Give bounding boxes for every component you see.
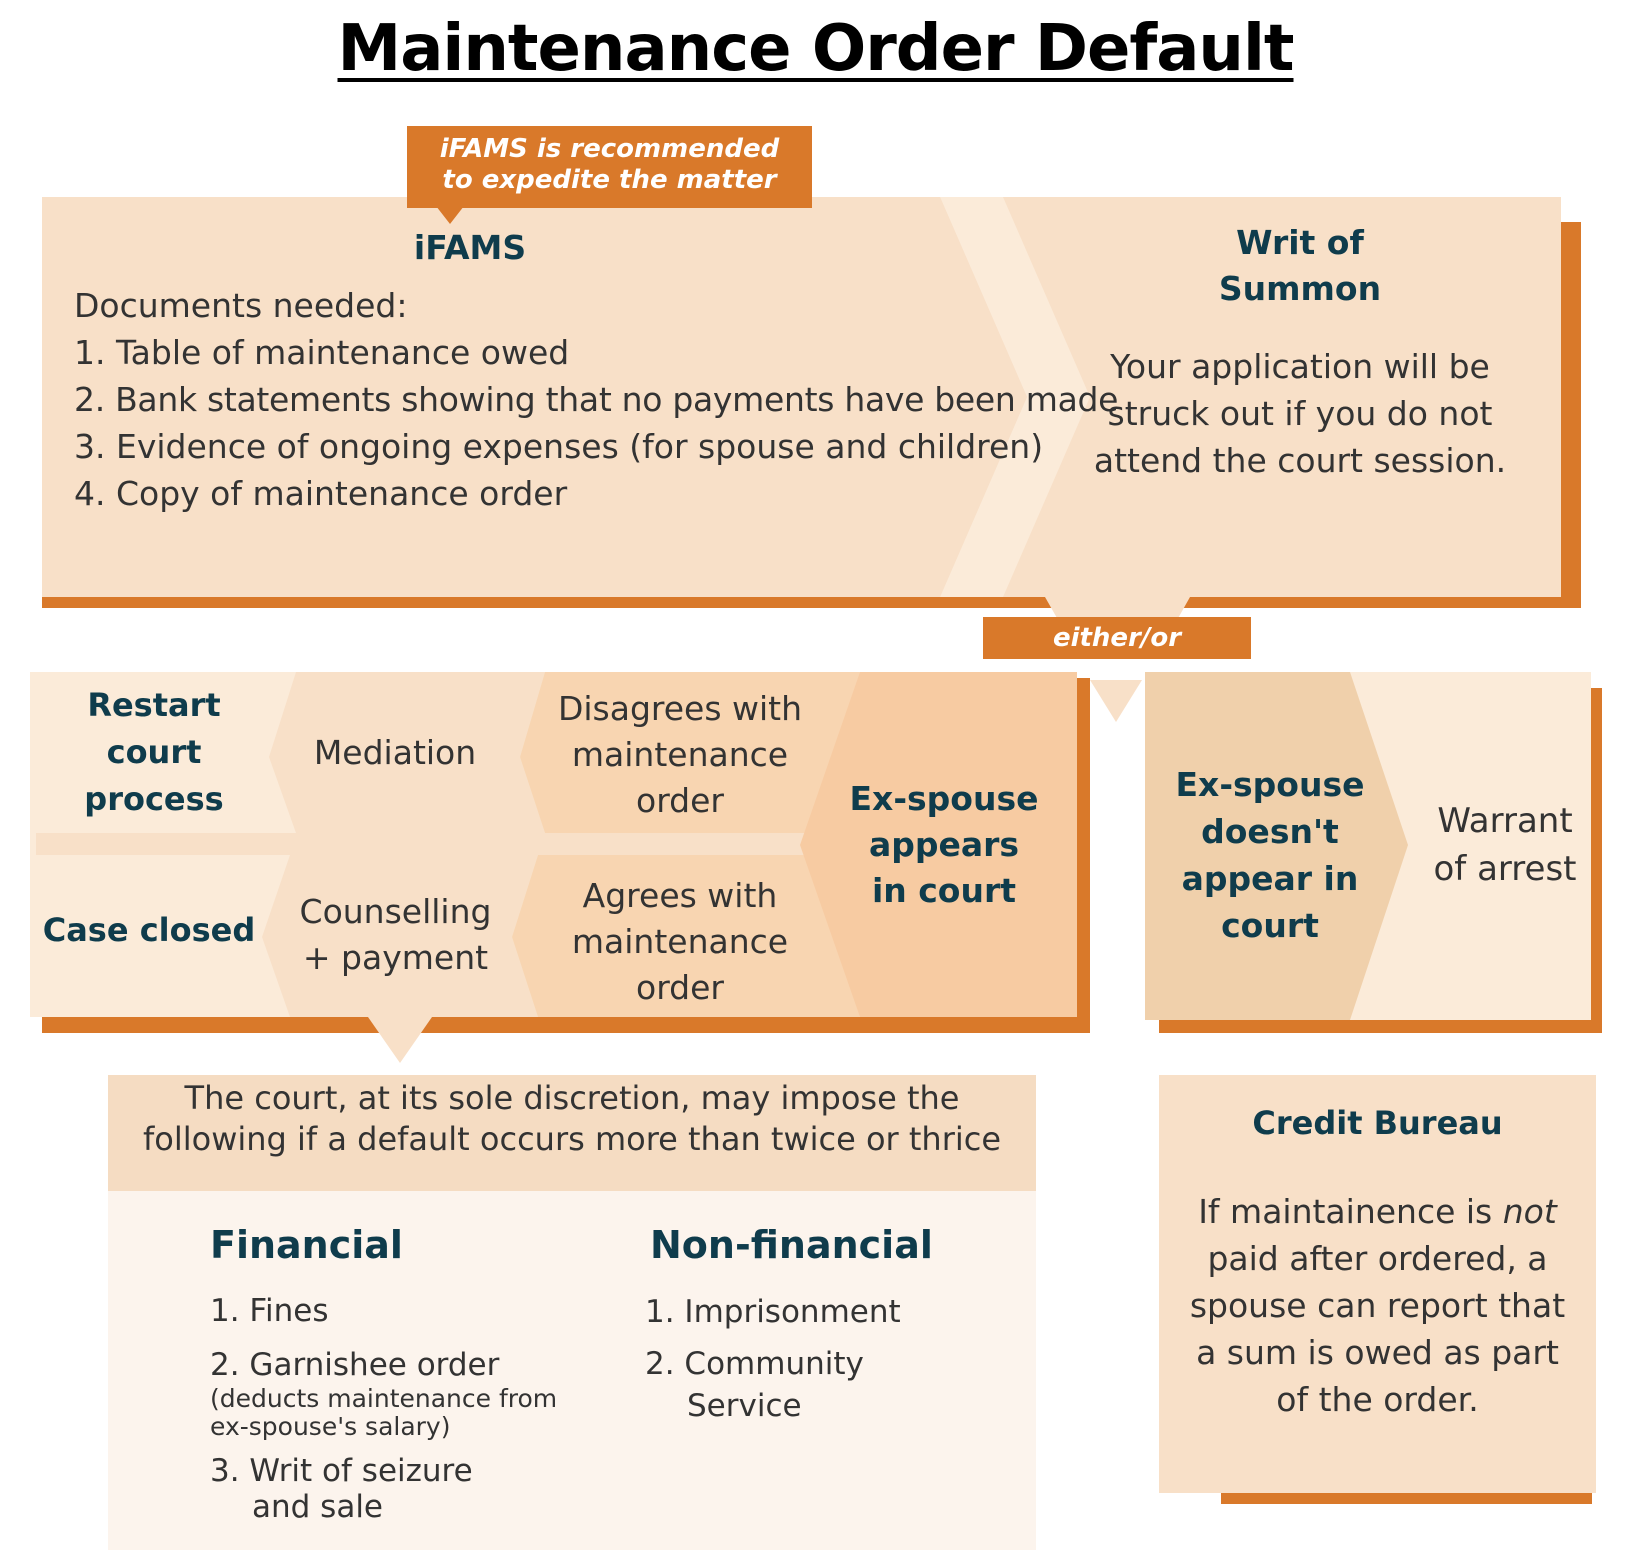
writ-heading-line-2: Summon	[1218, 269, 1382, 308]
either-or-pointer	[1090, 680, 1142, 722]
writ-pointer	[1045, 597, 1190, 620]
writ-heading: Writ of Summon	[1180, 220, 1420, 312]
writ-panel	[940, 197, 1561, 597]
credit-line-3: spouse can report that	[1189, 1286, 1566, 1325]
writ-text-line-2: struck out if you do not	[1107, 394, 1493, 433]
document-item: 4. Copy of maintenance order	[74, 474, 568, 513]
case-closed-cell	[30, 855, 290, 1017]
mediation-cell	[269, 672, 545, 833]
ex-spouse-appears: Ex-spouse appears in court	[849, 779, 1039, 910]
counselling-payment: Counselling + payment	[299, 892, 492, 977]
case-closed: Case closed	[42, 911, 256, 949]
ex-spouse-not-cell	[1145, 672, 1408, 1020]
community-service-line-2: Service	[687, 1388, 802, 1424]
document-item: 2. Bank statements showing that no payme…	[74, 380, 1119, 419]
top-panel-arrows	[42, 197, 1561, 620]
discretion-line-1: The court, at its sole discretion, may i…	[184, 1079, 960, 1117]
credit-bureau-heading: Credit Bureau	[1252, 1104, 1503, 1142]
counselling-cell	[262, 855, 538, 1017]
tag-line-1: iFAMS is recommended	[439, 134, 780, 164]
writ-text-line-3: attend the court session.	[1093, 441, 1507, 480]
fines: 1. Fines	[210, 1293, 329, 1329]
imprisonment: 1. Imprisonment	[645, 1294, 901, 1330]
agrees-with-order: Agrees with maintenance order	[571, 876, 789, 1007]
restart-cell	[30, 672, 296, 833]
discretion-body	[108, 1191, 1036, 1550]
discretion-text: The court, at its sole discretion, may i…	[108, 1078, 1036, 1160]
ex-spouse-doesnt-appear: Ex-spouse doesn't appear in court	[1175, 765, 1365, 945]
chevron-band	[940, 197, 1090, 597]
document-item: 1. Table of maintenance owed	[74, 333, 570, 372]
garnishee-order: 2. Garnishee order	[210, 1347, 500, 1383]
credit-line-4: a sum is owed as part	[1196, 1333, 1559, 1372]
credit-line-1-pre: If maintainence is	[1198, 1192, 1503, 1231]
community-service-line-1: 2. Community	[645, 1346, 864, 1382]
non-financial-list: 1. Imprisonment 2. Community Service	[645, 1291, 985, 1427]
credit-line-1-emphasis: not	[1502, 1192, 1557, 1231]
writ-of-seizure-line-2: and sale	[252, 1489, 384, 1525]
ifams-recommendation-tag: iFAMS is recommended to expedite the mat…	[407, 126, 812, 208]
credit-line-1: If maintainence is not	[1159, 1188, 1596, 1235]
credit-line-2: paid after ordered, a	[1207, 1239, 1548, 1278]
credit-panel	[1159, 1075, 1596, 1493]
disagrees-with-order: Disagrees with maintenance order	[557, 689, 803, 820]
agrees-cell	[512, 855, 860, 1017]
credit-bureau-text: If maintainence is not paid after ordere…	[1159, 1188, 1596, 1423]
documents-list: Documents needed: 1. Table of maintenanc…	[74, 282, 1119, 517]
documents-heading: Documents needed:	[74, 286, 408, 325]
credit-line-5: of the order.	[1276, 1380, 1479, 1419]
discretion-header	[108, 1075, 1036, 1191]
non-financial-heading: Non-financial	[650, 1223, 933, 1267]
either-or-tag: either/or	[983, 617, 1251, 659]
financial-heading: Financial	[210, 1223, 403, 1267]
disagrees-cell	[520, 672, 860, 833]
mediation: Mediation	[313, 732, 477, 772]
page-title: Maintenance Order Default	[337, 12, 1295, 86]
writ-heading-line-1: Writ of	[1236, 223, 1364, 262]
writ-text: Your application will be struck out if y…	[1090, 343, 1510, 484]
counselling-pointer	[368, 1017, 432, 1063]
warrant-of-arrest: Warrant of arrest	[1433, 801, 1577, 889]
tag-line-2: to expedite the matter	[442, 165, 777, 195]
discretion-line-2: following if a default occurs more than …	[142, 1120, 1002, 1158]
garnishee-note: (deducts maintenance from ex-spouse's sa…	[210, 1384, 558, 1441]
ifams-panel	[42, 197, 1027, 597]
writ-text-line-1: Your application will be	[1110, 347, 1490, 386]
document-item: 3. Evidence of ongoing expenses (for spo…	[74, 427, 1044, 466]
ex-spouse-appears-cell	[800, 672, 1077, 1017]
financial-list: 1. Fines 2. Garnishee order (deducts mai…	[210, 1291, 590, 1525]
writ-of-seizure-line-1: 3. Writ of seizure	[210, 1453, 473, 1489]
tag-pointer	[436, 206, 464, 224]
ifams-heading: iFAMS	[413, 228, 527, 267]
